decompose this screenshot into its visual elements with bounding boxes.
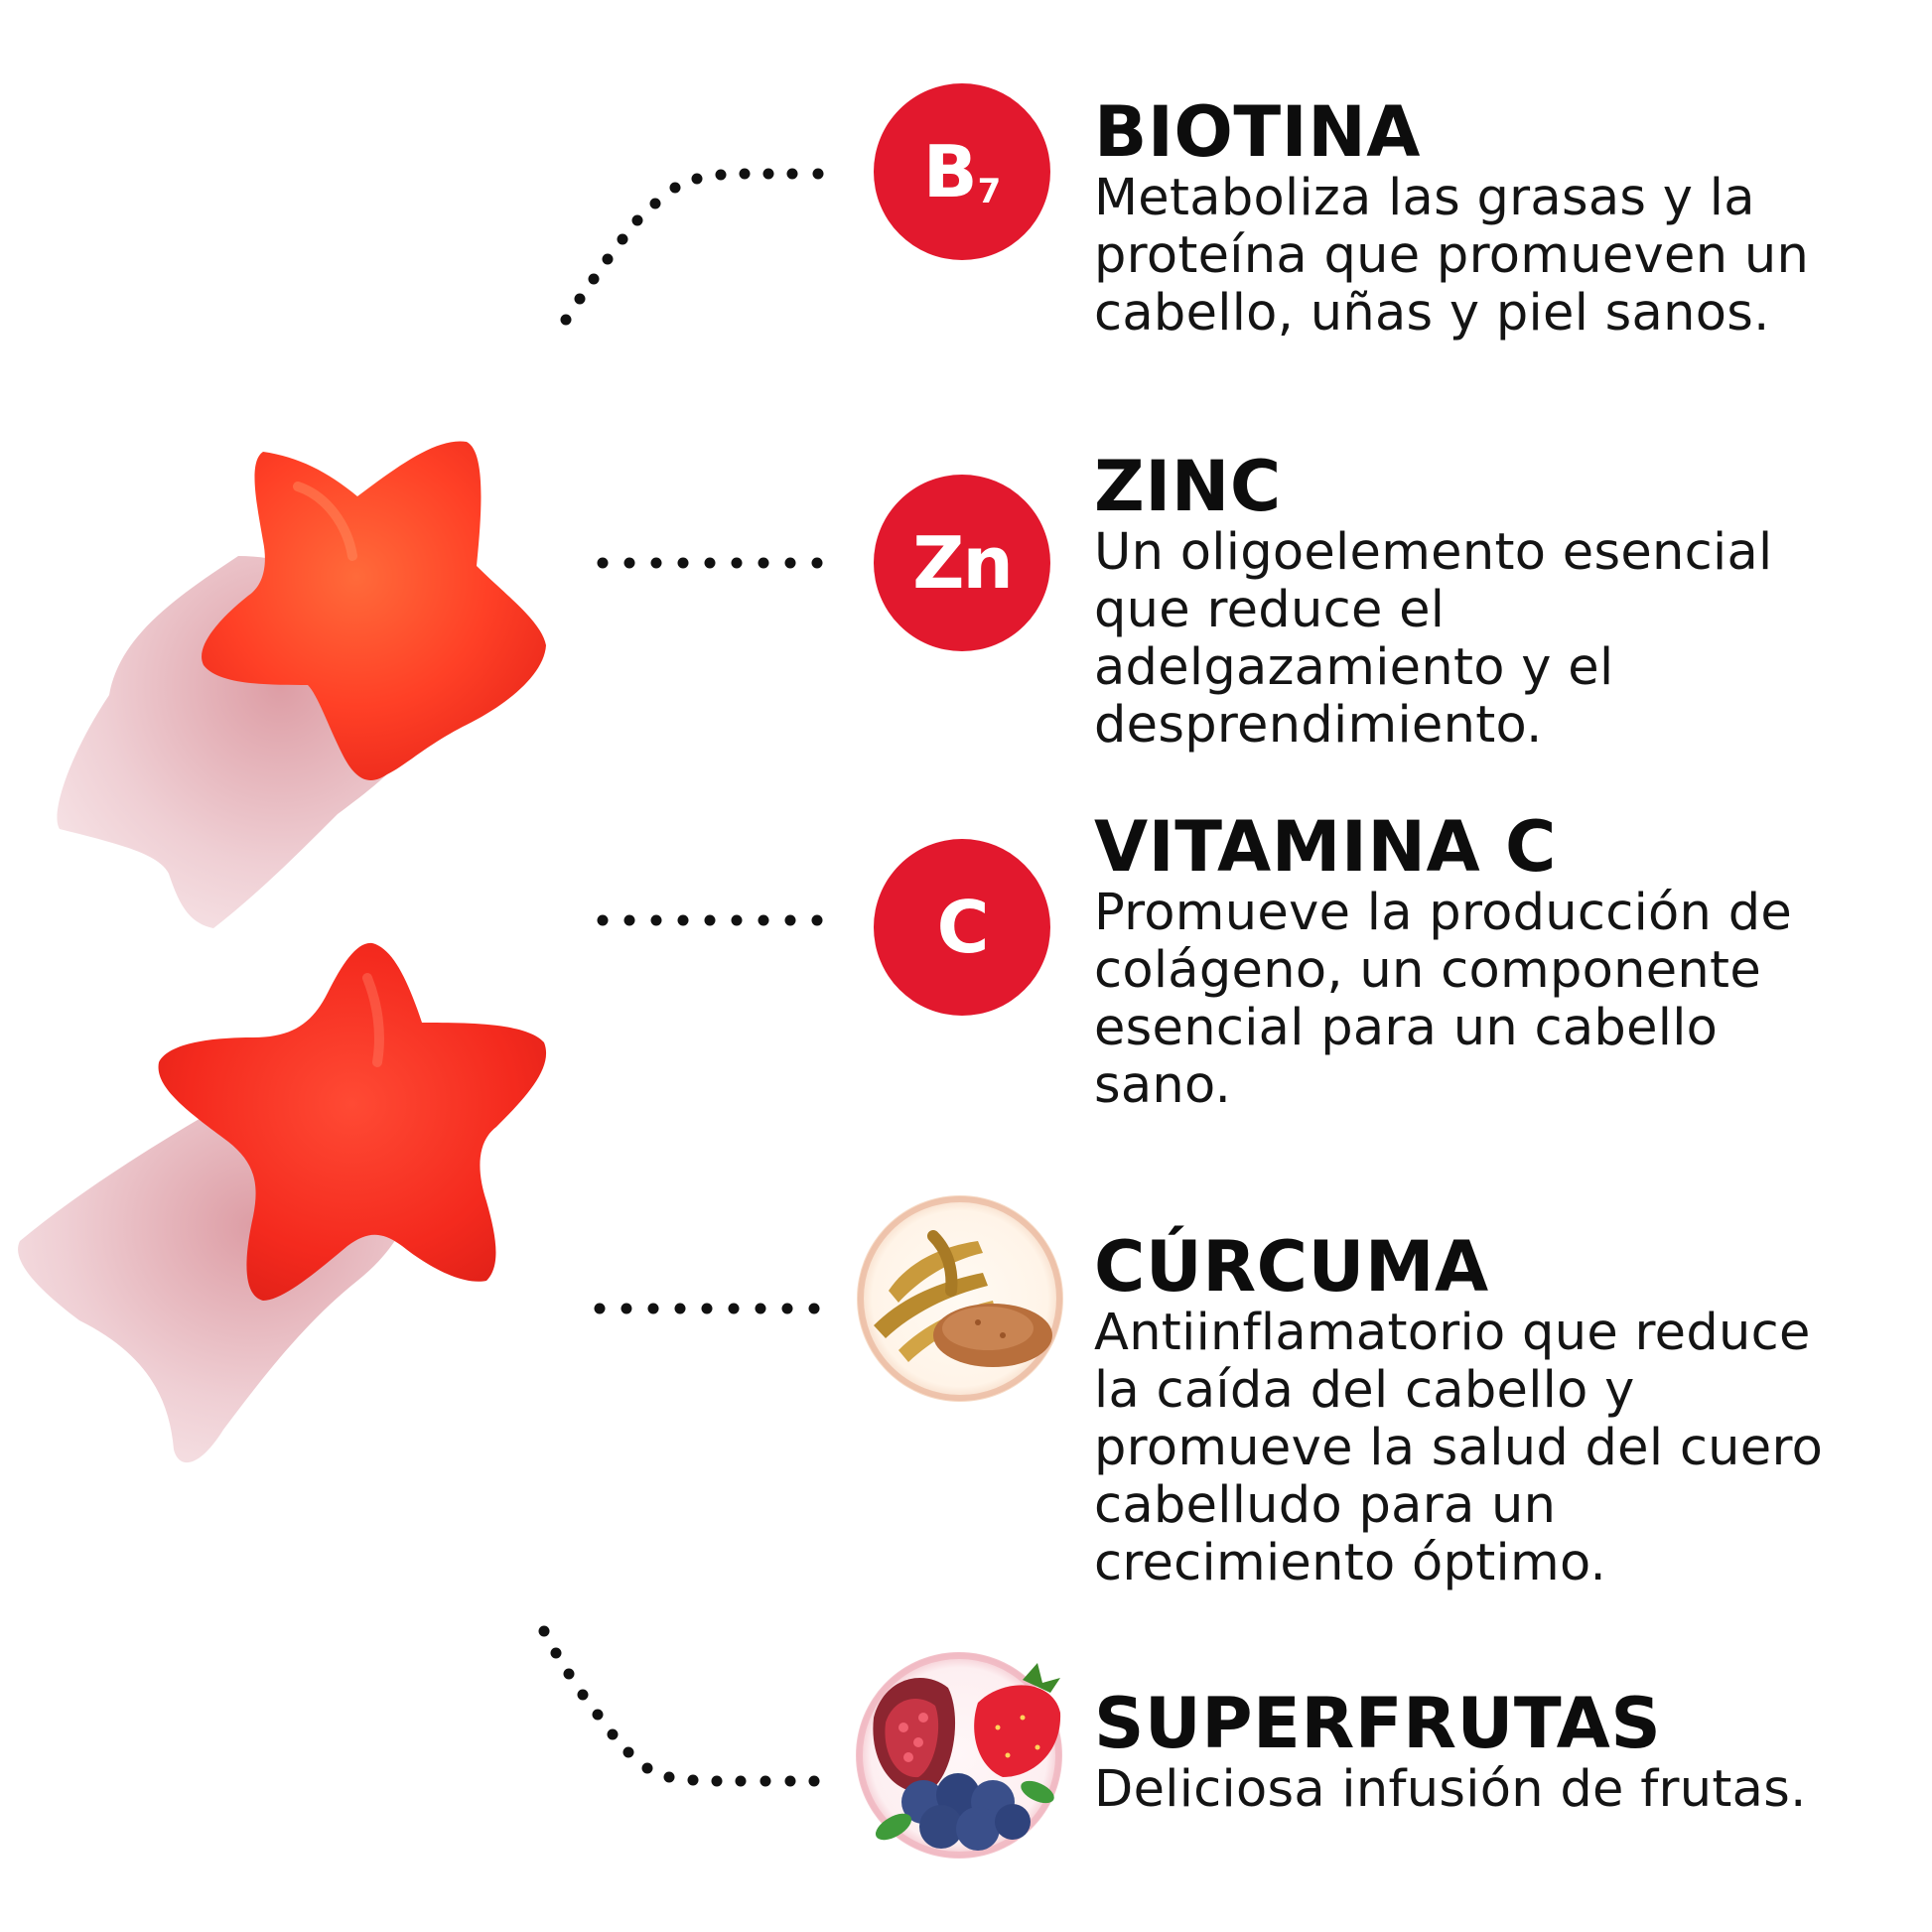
item-title: VITAMINA C — [1094, 806, 1557, 888]
desc-line: promueve la salud del cuero — [1094, 1419, 1824, 1477]
item-description: Metaboliza las grasas y la proteína que … — [1094, 170, 1928, 343]
item-title: BIOTINA — [1094, 91, 1421, 173]
desc-line: Antiinflamatorio que reduce — [1094, 1304, 1811, 1362]
desc-line: colágeno, un componente — [1094, 941, 1762, 1000]
zn-badge-icon: Zn — [874, 475, 1050, 651]
gummy-star-top — [202, 441, 546, 780]
desc-line: Metaboliza las grasas y la — [1094, 169, 1755, 227]
turmeric-photo-icon — [857, 1195, 1063, 1402]
item-vitamina-c: VITAMINA C Promueve la producción de col… — [1094, 809, 1928, 1115]
desc-line: Deliciosa infusión de frutas. — [1094, 1760, 1807, 1819]
badge-letter: B — [922, 130, 978, 213]
desc-line: adelgazamiento y el — [1094, 638, 1614, 697]
item-title: SUPERFRUTAS — [1094, 1683, 1662, 1764]
item-superfrutas: SUPERFRUTAS Deliciosa infusión de frutas… — [1094, 1686, 1928, 1819]
desc-line: proteína que promueven un — [1094, 226, 1810, 285]
desc-line: Promueve la producción de — [1094, 884, 1793, 942]
badge-letter: Zn — [912, 521, 1013, 605]
item-description: Antiinflamatorio que reduce la caída del… — [1094, 1305, 1928, 1592]
item-title: CÚRCUMA — [1094, 1226, 1489, 1308]
item-description: Deliciosa infusión de frutas. — [1094, 1761, 1928, 1819]
desc-line: esencial para un cabello — [1094, 999, 1719, 1057]
gummy-star-bottom — [158, 942, 547, 1301]
item-zinc: ZINC Un oligoelemento esencial que reduc… — [1094, 449, 1928, 755]
badge-subscript: 7 — [977, 172, 1002, 211]
desc-line: cabello, uñas y piel sanos. — [1094, 284, 1770, 343]
item-description: Promueve la producción de colágeno, un c… — [1094, 885, 1928, 1115]
dotted-connectors — [538, 168, 824, 1787]
desc-line: cabelludo para un — [1094, 1476, 1557, 1535]
item-biotina: BIOTINA Metaboliza las grasas y la prote… — [1094, 94, 1928, 343]
desc-line: Un oligoelemento esencial — [1094, 523, 1773, 582]
desc-line: sano. — [1094, 1056, 1232, 1115]
desc-line: desprendimiento. — [1094, 696, 1543, 755]
item-curcuma: CÚRCUMA Antiinflamatorio que reduce la c… — [1094, 1229, 1928, 1592]
item-title: ZINC — [1094, 446, 1282, 527]
desc-line: crecimiento óptimo. — [1094, 1534, 1607, 1592]
desc-line: la caída del cabello y — [1094, 1361, 1635, 1420]
item-description: Un oligoelemento esencial que reduce el … — [1094, 524, 1928, 755]
superfruits-photo-icon — [856, 1652, 1062, 1859]
badge-letter: C — [936, 886, 990, 969]
desc-line: que reduce el — [1094, 581, 1446, 639]
c-badge-icon: C — [874, 839, 1050, 1016]
